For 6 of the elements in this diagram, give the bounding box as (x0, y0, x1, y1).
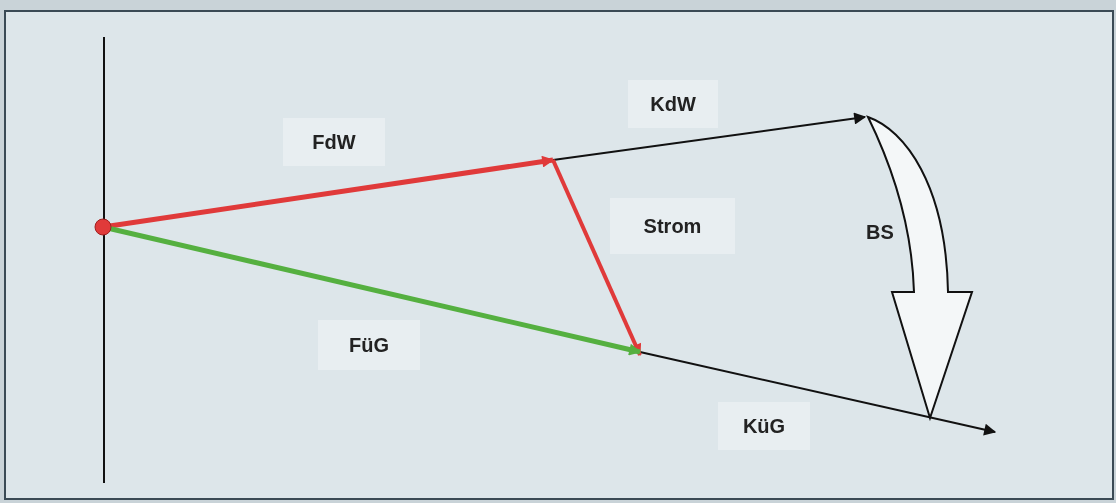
vector-label: KdW (628, 80, 718, 128)
vector-label: FdW (283, 118, 385, 166)
vector-label: FüG (318, 320, 420, 370)
vector-label: KüG (718, 402, 810, 450)
vector-label: BS (865, 219, 895, 245)
vector-label: Strom (610, 198, 735, 254)
